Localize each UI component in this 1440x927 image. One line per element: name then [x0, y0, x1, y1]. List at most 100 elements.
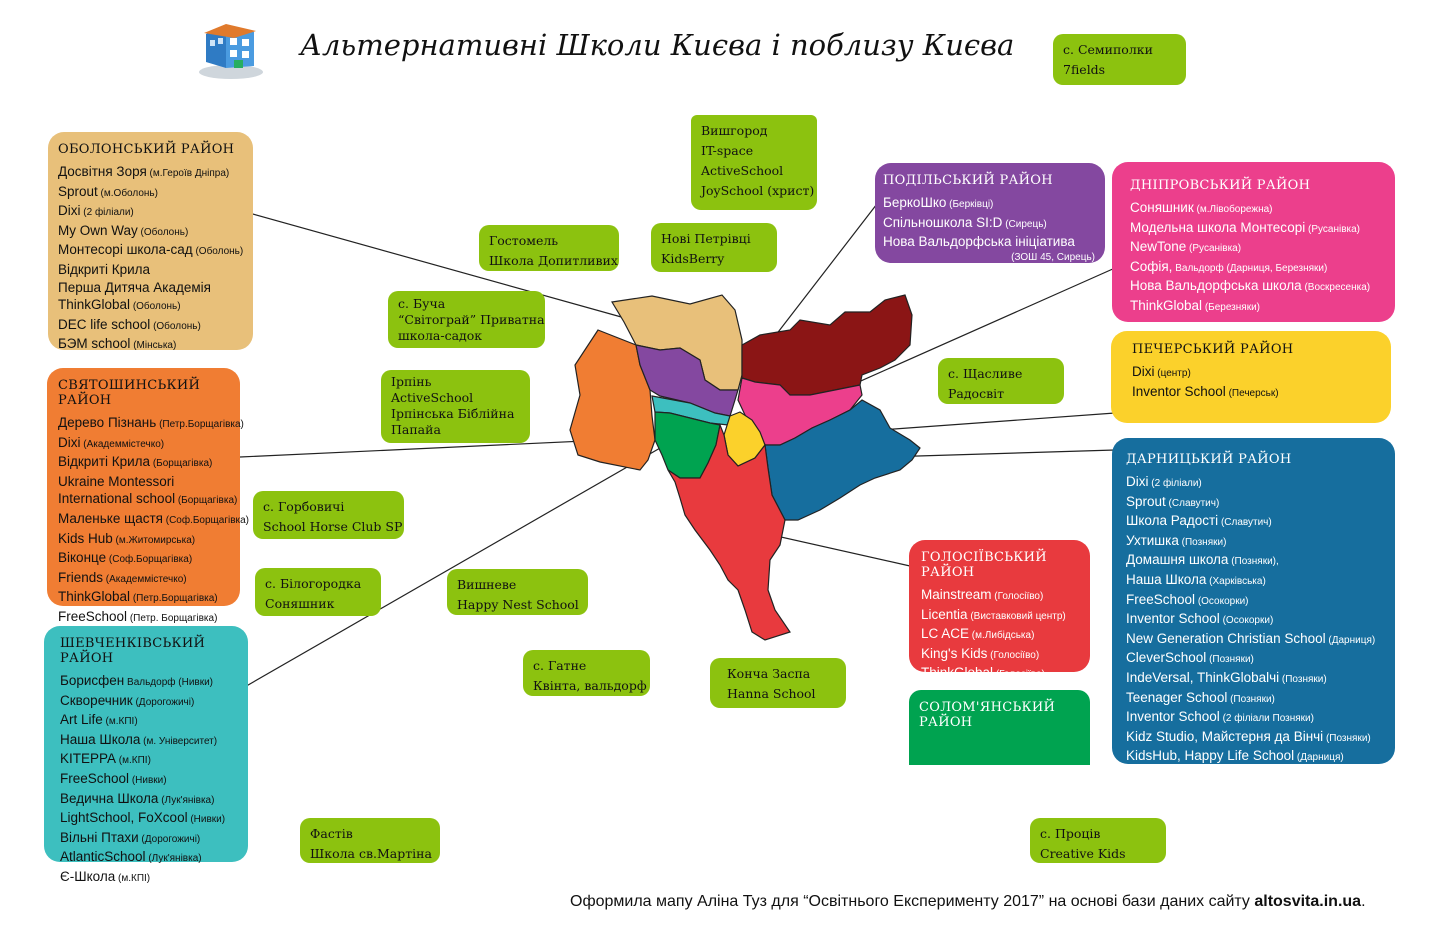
school-name: 7fields	[1063, 62, 1106, 77]
school-item: New Generation Christian School (Дарниця…	[1126, 630, 1385, 650]
district-box-pechersk: ПЕЧЕРСЬКИЙ РАЙОН Dixi (центр)Inventor Sc…	[1111, 331, 1391, 423]
school-name: ThinkGlobal	[58, 297, 131, 313]
school-name: Відкриті Крила	[58, 454, 151, 470]
school-name: Модельна школа Монтесорі	[1130, 219, 1306, 235]
school-location: (Виставковий центр)	[967, 610, 1066, 622]
school-name: FreeSchool	[1126, 591, 1196, 607]
school-item: Досвітня Зоря (м.Героїв Дніпра)	[58, 163, 243, 183]
map-district-desniansky[interactable]	[741, 294, 913, 396]
school-location: (центр)	[1154, 368, 1191, 379]
school-location: (Русанівка)	[1186, 243, 1242, 255]
school-name: Ведична Школа	[60, 790, 159, 806]
school-item: Монтесорі школа-сад (Оболонь)	[58, 241, 243, 261]
school-name: NewTone	[1130, 239, 1187, 255]
school-item: Спільношкола SI:D (Сирець)	[883, 214, 1095, 234]
town-name: с. Горбовичі	[263, 499, 345, 514]
map-district-holosiiv[interactable]	[667, 422, 791, 641]
school-item: Нова Вальдорфська школа (Воскресенка)	[1130, 277, 1385, 297]
district-box-solomian: СОЛОМ'ЯНСЬКИЙ РАЙОН	[909, 690, 1090, 765]
town-name: с. Проців	[1040, 826, 1101, 841]
school-name: Mainstream	[921, 587, 992, 602]
school-location: (м.КПІ)	[102, 716, 138, 728]
school-location: (Позняки)	[1227, 693, 1275, 705]
school-name: Inventor School	[1126, 611, 1220, 627]
school-name: FreeSchool	[60, 770, 130, 786]
school-name: Є-Школа	[60, 868, 116, 884]
school-item: CleverSchool (Позняки)	[1126, 649, 1385, 669]
school-name: Квінта, вальдорф	[533, 678, 647, 693]
school-list: Mainstream (Голосіїво)Licentia (Виставко…	[921, 586, 1080, 684]
school-location: Вальдорф (Нивки)	[124, 677, 214, 688]
school-item: Inventor School (2 філіали Позняки)	[1126, 708, 1385, 728]
school-name: KidsHub, Happy Life School	[1126, 748, 1295, 764]
school-item: FreeSchool (Нивки)	[60, 770, 238, 790]
map-credit: Оформила мапу Аліна Туз для “Освітнього …	[570, 893, 1366, 910]
school-location: (Оболонь)	[137, 226, 189, 238]
school-location: (Русанівка)	[1305, 223, 1361, 235]
school-name: Соняшник	[265, 596, 335, 611]
school-location: (Оболонь)	[130, 301, 181, 313]
school-location: (Воскресенка)	[1301, 282, 1371, 294]
town-name: с. Гатне	[533, 658, 587, 673]
school-name: My Own Way	[58, 222, 138, 238]
school-location: (Осокорки)	[1219, 615, 1274, 627]
school-item: Борисфен Вальдорф (Нивки)	[60, 672, 238, 692]
school-location: (Печерськ)	[1225, 387, 1279, 399]
school-location: (Академмістечко)	[103, 573, 187, 585]
school-name: БЭМ school	[58, 336, 131, 352]
school-item: King's Kids (Голосіїво)	[921, 645, 1080, 665]
district-box-obolon: ОБОЛОНСЬКИЙ РАЙОН Досвітня Зоря (м.Герої…	[48, 132, 253, 352]
credit-site-link[interactable]: altosvita.in.ua	[1254, 893, 1362, 910]
district-title: ПОДІЛЬСЬКИЙ РАЙОН	[883, 173, 1053, 188]
school-location: (м.КПІ)	[116, 755, 151, 767]
school-item: Ведична Школа (Лук'янівка)	[60, 790, 238, 810]
school-location: (Берківці)	[946, 199, 994, 210]
school-name: DEC life school	[58, 316, 151, 332]
connector-lines	[221, 199, 1116, 701]
school-name: Нова Вальдорфська ініціатива	[883, 234, 1075, 250]
map-district-podil[interactable]	[635, 344, 739, 417]
school-item: International school (Борщагівка)	[58, 490, 237, 510]
school-item: Sprout (м.Оболонь)	[58, 183, 243, 203]
map-district-darnytsia[interactable]	[764, 399, 921, 521]
school-name: ThinkGlobal	[58, 589, 131, 605]
school-name: Віконце	[58, 550, 107, 566]
school-location: (2 філіали Позняки)	[1219, 713, 1314, 725]
district-title: ДАРНИЦЬКИЙ РАЙОН	[1126, 452, 1292, 467]
school-name: школа-садок	[398, 328, 483, 343]
school-location: (Оболонь)	[150, 320, 201, 332]
school-item: Teenager School (Позняки)	[1126, 689, 1385, 709]
school-location: (Дорогожичі)	[132, 696, 195, 708]
school-location: (Харківська)	[1206, 575, 1266, 587]
school-item: LightSchool, FoXcool (Нивки)	[60, 809, 238, 829]
town-name: с. Буча	[398, 296, 446, 311]
school-item: My Own Way (Оболонь)	[58, 222, 243, 242]
school-name: Школа св.Мартіна	[310, 846, 432, 861]
school-name: CleverSchool	[1126, 650, 1207, 666]
school-location: (Славутич)	[1218, 517, 1272, 529]
school-item: Домашня школа (Позняки),	[1126, 551, 1385, 571]
school-location: (Соф.Борщагівка)	[162, 514, 250, 526]
school-name: LC ACE	[921, 626, 970, 642]
school-item: Софія, Вальдорф (Дарниця, Березняки)	[1130, 258, 1385, 278]
school-name: IndeVersal, ThinkGlobalчі	[1126, 669, 1280, 685]
district-box-darnytsia: ДАРНИЦЬКИЙ РАЙОН Dixi (2 філіали)Sprout …	[1112, 438, 1395, 764]
school-name: Sprout	[58, 183, 98, 199]
school-item: Скворечник (Дорогожичі)	[60, 692, 238, 712]
school-name: Скворечник	[60, 692, 133, 708]
town-name: Нові Петрівці	[661, 231, 751, 246]
school-item: Sprout (Славутич)	[1126, 493, 1385, 513]
school-location: (Оболонь)	[192, 246, 244, 258]
school-name: Наша Школа	[1126, 571, 1207, 587]
school-item: ThinkGlobal (Петр.Борщагівка)	[58, 588, 230, 608]
school-name: Наша Школа	[60, 731, 141, 747]
school-name: Досвітня Зоря	[58, 164, 147, 179]
school-item: Ухтишка (Позняки)	[1126, 532, 1385, 552]
district-box-svyatoshyn: СВЯТОШИНСЬКИЙ РАЙОН Дерево Пізнань (Петр…	[47, 368, 249, 644]
school-location: (Нивки)	[129, 774, 167, 786]
school-item: Friends (Академмістечко)	[58, 569, 230, 589]
school-item: Відкриті Крила	[58, 261, 243, 279]
